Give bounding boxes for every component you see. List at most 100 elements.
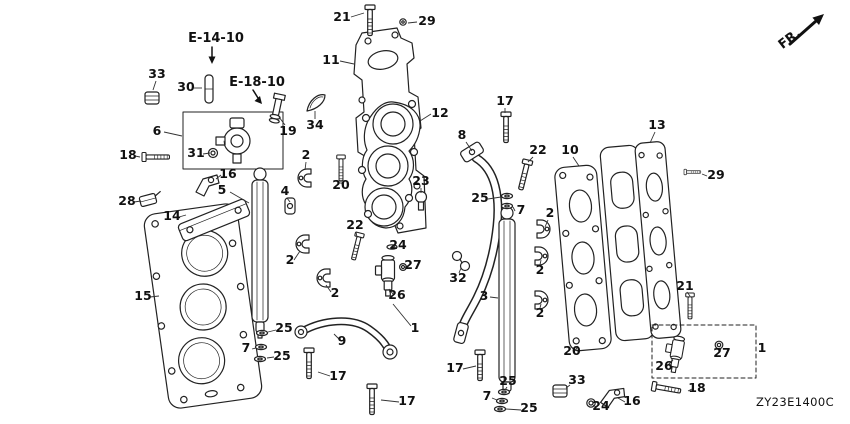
leader-line (267, 329, 277, 333)
callout-23: 23 (412, 173, 429, 188)
sealing-washer-drawing (493, 405, 507, 413)
hose-clamp-drawing (316, 268, 331, 288)
ref-e-18-10: E-18-10 (229, 75, 285, 90)
callout-10: 10 (561, 142, 579, 157)
ref-e-14-10: E-14-10 (188, 31, 244, 46)
leader-line (487, 196, 502, 200)
double-clip-drawing (451, 250, 471, 272)
leader-line (202, 152, 211, 155)
leader-line (458, 267, 462, 274)
callout-2: 2 (536, 262, 545, 277)
leader-line (504, 386, 508, 391)
rail-joint-drawing (284, 197, 296, 215)
flange-bolt-drawing (366, 383, 378, 416)
callout-15: 15 (134, 288, 151, 303)
pressure-regulator-drawing (215, 117, 251, 164)
leader-line (667, 359, 674, 366)
stud-bolt-drawing (399, 18, 407, 26)
leader-line (149, 295, 160, 298)
fuel-hose-drawing (453, 141, 503, 345)
callout-25: 25 (520, 400, 537, 415)
leader-line (325, 284, 332, 293)
manifold-gasket-drawing (554, 164, 612, 352)
callout-4: 4 (281, 183, 290, 198)
leader-line (617, 397, 626, 403)
callout-3: 3 (480, 288, 489, 303)
dowel-pin-drawing (204, 74, 214, 104)
leader-line (527, 156, 534, 163)
callout-17: 17 (398, 393, 415, 408)
callout-27: 27 (404, 257, 421, 272)
callout-30: 30 (177, 79, 195, 94)
leader-line (404, 265, 409, 268)
leader-line (686, 291, 691, 297)
leader-line (592, 404, 597, 408)
callout-24: 24 (389, 237, 407, 252)
leader-line (512, 206, 516, 212)
leader-line (392, 303, 412, 327)
callout-2: 2 (302, 147, 311, 162)
wire-clip-drawing (306, 94, 326, 112)
leader-line (539, 303, 542, 309)
callout-2: 2 (286, 252, 295, 267)
callout-28: 28 (118, 193, 135, 208)
fuel-rail-left-drawing (251, 167, 269, 339)
leader-line (687, 388, 693, 392)
sealing-washer-drawing (254, 343, 268, 351)
sealing-washer-drawing (500, 202, 514, 210)
leader-line (491, 397, 498, 401)
callout-17: 17 (496, 93, 513, 108)
leader-line (293, 250, 301, 261)
sealing-washer-drawing (255, 329, 269, 337)
rubber-mount-drawing (552, 384, 568, 398)
callout-7: 7 (242, 340, 251, 355)
callout-2: 2 (536, 305, 545, 320)
leader-line (419, 113, 432, 122)
leader-line (462, 365, 477, 370)
hose-clamp-drawing (297, 168, 312, 188)
callout-18: 18 (119, 147, 136, 162)
diagram-code: ZY23E1400C (756, 395, 834, 409)
leader-line (152, 80, 157, 91)
leader-line (489, 296, 499, 299)
injector-oring-small-drawing (714, 340, 724, 350)
leader-line (134, 155, 141, 158)
leader-line (572, 156, 580, 167)
callout-31: 31 (187, 145, 204, 160)
callout-17: 17 (329, 368, 346, 383)
callout-2: 2 (546, 205, 555, 220)
leader-line (229, 191, 250, 204)
fuel-feed-pipe-drawing (294, 317, 398, 360)
leader-line (178, 214, 187, 218)
leader-line (317, 371, 331, 377)
callout-17: 17 (446, 360, 463, 375)
leader-line (133, 200, 142, 203)
callout-7: 7 (483, 388, 492, 403)
callout-33: 33 (148, 66, 165, 81)
inlet-manifold-drawing (599, 141, 682, 342)
callout-25: 25 (471, 190, 488, 205)
callout-29: 29 (418, 13, 435, 28)
sealing-washer-drawing (500, 192, 514, 200)
sealing-washer-drawing (495, 397, 509, 405)
leader-line (278, 116, 286, 126)
injector-detail-box (651, 324, 757, 379)
leader-line (701, 173, 708, 177)
leader-line (286, 197, 291, 203)
hose-clamp-drawing (295, 234, 310, 254)
callout-1: 1 (411, 320, 420, 335)
leader-line (333, 333, 340, 340)
rail-mount-plate-drawing (177, 198, 251, 242)
callout-21: 21 (333, 9, 350, 24)
callout-19: 19 (279, 123, 296, 138)
stud-bolt-drawing (683, 168, 702, 176)
leader-line (505, 408, 522, 411)
callout-21: 21 (676, 278, 693, 293)
regulator-box-outline (182, 111, 284, 170)
leader-line (215, 174, 222, 180)
leader-line (565, 384, 571, 389)
intake-manifold-drawing (357, 99, 421, 229)
callout-11: 11 (322, 52, 339, 67)
